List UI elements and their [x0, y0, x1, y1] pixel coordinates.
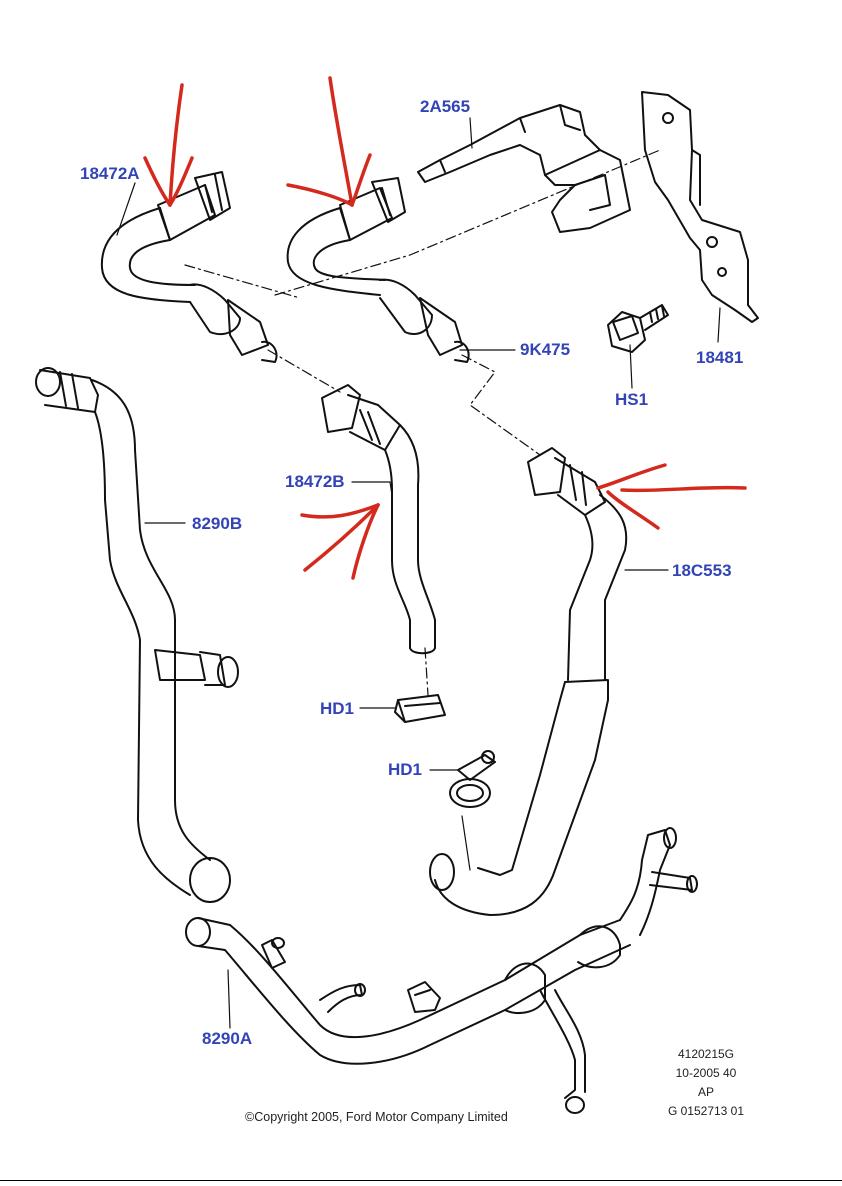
annotation-arrow-2: [286, 76, 372, 207]
pipe-stub-mid: [319, 983, 366, 1013]
reference-line-3: AP: [697, 1085, 714, 1099]
hose-18472B: [321, 384, 436, 655]
pipe-coupling-8290A: [504, 925, 621, 1014]
hose-8290B: [35, 367, 239, 903]
label-18472B: 18472B: [285, 472, 345, 491]
quick-connector-18C553: [527, 447, 606, 516]
quick-connector-18472A: [157, 171, 231, 241]
label-8290B: 8290B: [192, 514, 243, 533]
hose-18472A: [100, 171, 278, 363]
hose-top-center: [286, 177, 470, 363]
leader-lines: [116, 117, 721, 1029]
label-HS1: HS1: [615, 390, 649, 409]
hose-18C553: [429, 447, 628, 916]
pipe-clip: [407, 981, 441, 1013]
label-2A565: 2A565: [420, 97, 471, 116]
label-8290A: 8290A: [202, 1029, 253, 1048]
page-border-bottom: [0, 1180, 842, 1181]
clamp-HD1-center: [394, 694, 446, 723]
red-annotations: [143, 76, 747, 580]
reference-line-2: 10-2005 40: [675, 1066, 737, 1080]
bracket-2A565: [417, 104, 631, 233]
bracket-18481: [641, 91, 759, 323]
pipe-stub-left: [261, 937, 286, 969]
pipe-8290A: [185, 827, 698, 1114]
bolt-HS1: [607, 304, 669, 353]
copyright-notice: ©Copyright 2005, Ford Motor Company Limi…: [245, 1110, 508, 1124]
quick-connector-top-center: [339, 177, 406, 241]
pipe-branch-upper: [619, 827, 698, 936]
hose-end-top-center: [379, 278, 470, 363]
label-18472A: 18472A: [80, 164, 140, 183]
reference-line-4: G 0152713 01: [667, 1104, 745, 1118]
label-18481: 18481: [696, 348, 744, 367]
label-HD1-center: HD1: [320, 699, 355, 718]
label-9K475: 9K475: [520, 340, 571, 359]
annotation-arrow-4: [596, 463, 747, 530]
reference-block: 4120215G 10-2005 40 AP G 0152713 01: [656, 1045, 756, 1121]
pipe-branch-lower: [539, 989, 586, 1114]
annotation-arrow-1: [143, 83, 194, 207]
hose-end-18472A: [189, 283, 278, 363]
label-18C553: 18C553: [672, 561, 732, 580]
label-HD1-lower: HD1: [388, 760, 423, 779]
hose-spigot-8290B: [154, 649, 239, 688]
reference-line-1: 4120215G: [677, 1047, 735, 1061]
assembly-dash-lines: [184, 149, 661, 696]
annotation-arrow-3: [300, 503, 380, 580]
quick-connector-18472B: [321, 384, 401, 451]
clamp-HD1-lower: [449, 750, 496, 808]
